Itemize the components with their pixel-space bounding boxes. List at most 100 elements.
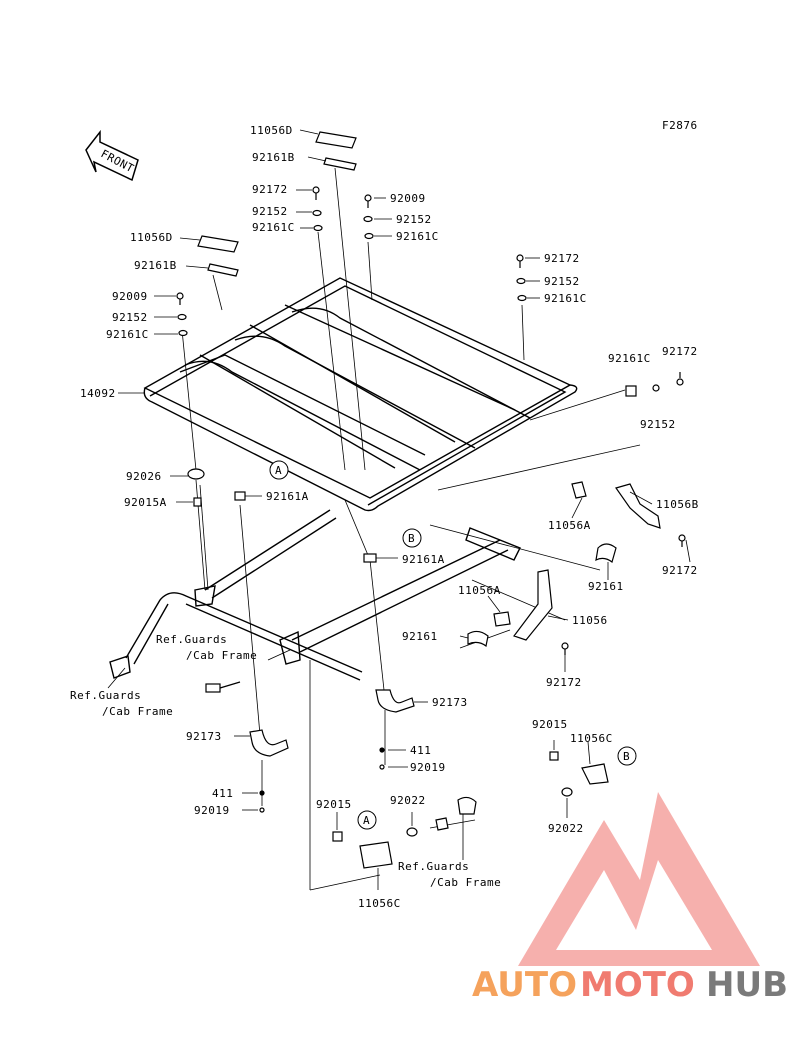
label-ref-guards-1a: Ref.Guards bbox=[156, 633, 227, 646]
grommet-92026 bbox=[187, 468, 205, 480]
nut-411-r bbox=[379, 747, 385, 753]
label-11056D-left: 11056D bbox=[130, 231, 173, 244]
bolt-92009-left bbox=[176, 292, 184, 305]
label-92152-left: 92152 bbox=[112, 311, 148, 324]
bracket-11056B bbox=[615, 483, 661, 529]
collar-92015A bbox=[193, 497, 202, 507]
label-92161B-top: 92161B bbox=[252, 151, 295, 164]
label-11056D-top: 11056D bbox=[250, 124, 293, 137]
bracket-11056 bbox=[513, 569, 553, 641]
label-ref-guards-2b: /Cab Frame bbox=[102, 705, 173, 718]
bracket-11056C-br bbox=[581, 763, 609, 785]
label-92172-top: 92172 bbox=[252, 183, 288, 196]
bolt-92172-right bbox=[516, 254, 524, 268]
callout-a-roof: A bbox=[269, 460, 289, 480]
clip-92015-bl bbox=[332, 831, 343, 842]
clip-92015-br bbox=[549, 751, 559, 761]
washer-92152-right bbox=[516, 277, 526, 285]
label-11056B: 11056B bbox=[656, 498, 699, 511]
clip-11056A-2 bbox=[493, 611, 511, 627]
label-ref-guards-1b: /Cab Frame bbox=[186, 649, 257, 662]
nut-bl bbox=[435, 817, 449, 831]
label-92173-r: 92173 bbox=[432, 696, 468, 709]
label-92161C-top2: 92161C bbox=[396, 230, 439, 243]
svg-text:B: B bbox=[408, 532, 415, 545]
callout-b-bracket: B bbox=[617, 746, 637, 766]
label-92173-l: 92173 bbox=[186, 730, 222, 743]
clamp-92173-r bbox=[375, 689, 415, 713]
bolt-92172-mid bbox=[561, 642, 569, 655]
bracket-11056D-top bbox=[315, 131, 357, 149]
label-92009-left: 92009 bbox=[112, 290, 148, 303]
label-92172-side: 92172 bbox=[662, 345, 698, 358]
label-92026: 92026 bbox=[126, 470, 162, 483]
label-92172-r2: 92172 bbox=[662, 564, 698, 577]
hardware-parts bbox=[176, 131, 686, 869]
washer-92152-top bbox=[312, 209, 322, 217]
watermark-moto: MOTO bbox=[580, 965, 695, 1005]
svg-text:A: A bbox=[275, 464, 282, 477]
grommet-bl bbox=[457, 796, 477, 815]
front-arrow-icon: FRONT bbox=[85, 129, 139, 182]
watermark-hub: HUB bbox=[706, 965, 788, 1005]
washer-92161C-top bbox=[313, 224, 323, 232]
label-92152-top: 92152 bbox=[252, 205, 288, 218]
label-ref-guards-2a: Ref.Guards bbox=[70, 689, 141, 702]
watermark-auto: AUTO bbox=[472, 965, 577, 1005]
label-11056A-1: 11056A bbox=[548, 519, 591, 532]
pad-92161B-top bbox=[323, 157, 357, 171]
washer-92161C-top2 bbox=[364, 232, 374, 240]
label-92172-mid: 92172 bbox=[546, 676, 582, 689]
bolt-ref-guard bbox=[205, 681, 241, 693]
bolt-92172-r2 bbox=[678, 534, 686, 547]
pad-92161A-2 bbox=[363, 553, 377, 563]
label-92022-bl: 92022 bbox=[390, 794, 426, 807]
label-92019-r: 92019 bbox=[410, 761, 446, 774]
part-labels: 11056D 92161B 92172 92152 92161C 92009 9… bbox=[70, 124, 699, 910]
label-ref-guards-3a: Ref.Guards bbox=[398, 860, 469, 873]
svg-text:A: A bbox=[363, 814, 370, 827]
label-92161C-top: 92161C bbox=[252, 221, 295, 234]
label-92161B-left: 92161B bbox=[134, 259, 177, 272]
svg-text:B: B bbox=[623, 750, 630, 763]
label-ref-guards-3b: /Cab Frame bbox=[430, 876, 501, 889]
label-411-l: 411 bbox=[212, 787, 233, 800]
washer-92161C-left bbox=[178, 329, 188, 337]
washer-92022-bl bbox=[406, 827, 418, 837]
washer-92152-side bbox=[652, 384, 660, 392]
label-92009-top: 92009 bbox=[390, 192, 426, 205]
label-92015-br: 92015 bbox=[532, 718, 568, 731]
washer-92019-l bbox=[259, 807, 265, 813]
bracket-11056D-left bbox=[197, 235, 239, 253]
bolt-92172-top bbox=[312, 186, 320, 200]
watermark-shape-inner bbox=[556, 860, 712, 950]
label-92152-right: 92152 bbox=[544, 275, 580, 288]
washer-92022-br bbox=[561, 787, 573, 797]
callout-b-frame: B bbox=[402, 528, 422, 548]
label-92015-bl: 92015 bbox=[316, 798, 352, 811]
label-92172-right: 92172 bbox=[544, 252, 580, 265]
label-11056C-bl: 11056C bbox=[358, 897, 401, 910]
label-92022-br: 92022 bbox=[548, 822, 584, 835]
pad-92161A-1 bbox=[234, 491, 246, 501]
label-11056A-2: 11056A bbox=[458, 584, 501, 597]
clip-11056A-1 bbox=[571, 481, 587, 499]
label-92161C-left: 92161C bbox=[106, 328, 149, 341]
label-92015A: 92015A bbox=[124, 496, 167, 509]
washer-92152-top2 bbox=[363, 215, 373, 223]
label-14092: 14092 bbox=[80, 387, 116, 400]
callout-a-bracket: A bbox=[357, 810, 377, 830]
washer-92152-left bbox=[177, 313, 187, 321]
leader-lines bbox=[107, 129, 691, 890]
roof-panel bbox=[143, 277, 578, 512]
label-92161C-side: 92161C bbox=[608, 352, 651, 365]
label-11056: 11056 bbox=[572, 614, 608, 627]
label-92161C-right: 92161C bbox=[544, 292, 587, 305]
label-11056C-br: 11056C bbox=[570, 732, 613, 745]
label-92152-side: 92152 bbox=[640, 418, 676, 431]
pad-92161B-left bbox=[207, 263, 239, 277]
pad-92161C-side bbox=[625, 385, 637, 397]
figure-code: F2876 bbox=[662, 119, 698, 132]
